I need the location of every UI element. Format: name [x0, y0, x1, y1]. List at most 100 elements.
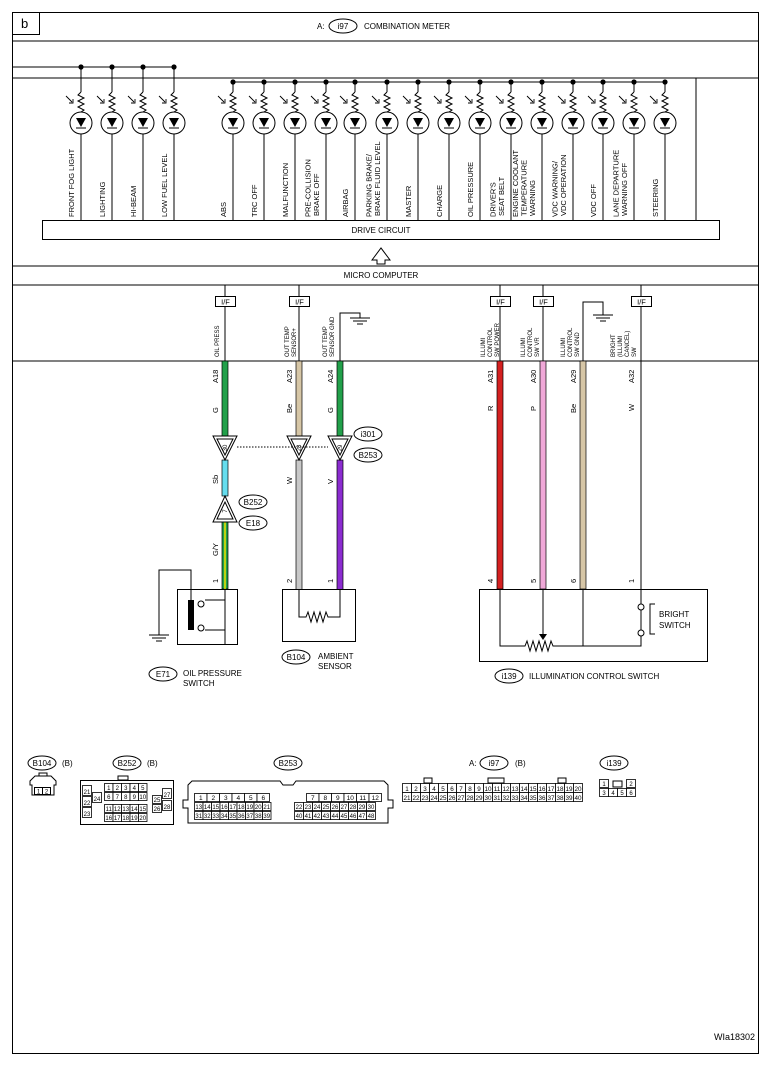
- signal-illumi-gnd-3: SW GND: [575, 332, 581, 357]
- ambient-name-1: AMBIENT: [318, 652, 354, 661]
- svg-text:36: 36: [238, 814, 245, 820]
- svg-text:17: 17: [114, 816, 121, 822]
- svg-text:24: 24: [430, 795, 438, 802]
- svg-text:11: 11: [106, 807, 113, 813]
- wire-a18: [221, 360, 229, 590]
- lamp-label: VDC WARNING/: [551, 160, 560, 217]
- lamp-label: PARKING BRAKE/: [365, 153, 374, 217]
- diagram-frame: [12, 12, 759, 1054]
- micro-computer-label: MICRO COMPUTER: [344, 271, 419, 280]
- junction-28: 28: [286, 435, 312, 462]
- signal-out-temp-gnd-2: SENSOR GND: [330, 316, 336, 357]
- svg-text:B252: B252: [244, 498, 263, 507]
- svg-text:11: 11: [359, 795, 366, 802]
- lamp: STEERING: [649, 79, 677, 220]
- tag-b252: B252: [238, 494, 268, 510]
- svg-text:22: 22: [412, 795, 420, 802]
- svg-text:6: 6: [569, 579, 578, 583]
- signal-out-temp-gnd-1: OUT TEMP: [323, 326, 329, 357]
- svg-text:9: 9: [336, 795, 340, 802]
- svg-text:16: 16: [538, 786, 546, 793]
- illum-id: i139: [501, 672, 517, 681]
- color-a18: G: [211, 407, 220, 413]
- svg-text:2: 2: [629, 782, 633, 788]
- svg-text:15: 15: [529, 786, 537, 793]
- lamp-label: BRAKE OFF: [312, 173, 321, 216]
- color-sb: Sb: [211, 475, 220, 484]
- svg-text:13: 13: [122, 807, 129, 813]
- ambient-id: B104: [287, 653, 306, 662]
- svg-text:8: 8: [124, 795, 128, 801]
- color-a29: Be: [569, 404, 578, 413]
- header-connector-oval: [328, 18, 358, 34]
- color-a24: G: [326, 407, 335, 413]
- pin-a31: A31: [486, 370, 495, 383]
- lamp: AIRBAG: [339, 79, 367, 220]
- svg-text:28: 28: [466, 795, 474, 802]
- ambient-sensor: 2 1 B104 AMBIENT SENSOR: [281, 579, 356, 671]
- lamp-label: OIL PRESSURE: [466, 162, 475, 217]
- svg-text:E18: E18: [246, 519, 261, 528]
- if-box: I/F: [289, 285, 310, 307]
- svg-text:5: 5: [141, 786, 145, 792]
- svg-text:12: 12: [502, 786, 510, 793]
- svg-text:16: 16: [221, 805, 228, 811]
- signal-out-temp-plus-1: OUT TEMP: [285, 326, 291, 357]
- svg-text:4: 4: [611, 791, 615, 797]
- svg-text:20: 20: [255, 805, 262, 811]
- svg-text:22: 22: [296, 805, 303, 811]
- wire-a23: [295, 360, 303, 591]
- lamp-label: WARNING OFF: [620, 163, 629, 216]
- svg-text:1: 1: [107, 786, 111, 792]
- junction-7: 7: [212, 494, 238, 523]
- svg-text:1: 1: [602, 782, 606, 788]
- svg-text:B252: B252: [118, 759, 137, 768]
- svg-text:38: 38: [255, 814, 262, 820]
- svg-text:10: 10: [484, 786, 492, 793]
- ground-icon: [582, 301, 613, 361]
- svg-text:6: 6: [629, 791, 633, 797]
- svg-text:(B): (B): [515, 759, 526, 768]
- svg-text:1: 1: [627, 579, 636, 583]
- svg-text:5: 5: [529, 579, 538, 583]
- svg-text:33: 33: [511, 795, 519, 802]
- svg-text:27: 27: [457, 795, 465, 802]
- tag-b253: B253: [353, 447, 383, 463]
- svg-text:18: 18: [556, 786, 564, 793]
- header-title: COMBINATION METER: [364, 22, 450, 31]
- svg-text:28: 28: [164, 805, 171, 811]
- lamp: LOW FUEL LEVEL: [158, 64, 186, 220]
- lamp-label: LOW FUEL LEVEL: [160, 154, 169, 218]
- svg-text:12: 12: [372, 795, 380, 802]
- if-box: I/F: [533, 285, 554, 307]
- lamp-label: AIRBAG: [341, 188, 350, 217]
- svg-text:5: 5: [620, 791, 624, 797]
- svg-text:18: 18: [122, 816, 129, 822]
- signal-illumi-gnd-1: ILLUMI: [561, 337, 567, 357]
- color-a32: W: [627, 403, 636, 411]
- oil-switch-id: E71: [156, 670, 171, 679]
- lamp-label: STEERING: [651, 178, 660, 217]
- svg-text:2: 2: [116, 786, 120, 792]
- svg-text:3: 3: [124, 786, 128, 792]
- lamp-label: TRC OFF: [250, 184, 259, 217]
- if-box: I/F: [490, 285, 511, 307]
- svg-text:I/F: I/F: [496, 298, 505, 307]
- svg-text:32: 32: [204, 814, 211, 820]
- svg-text:2: 2: [211, 795, 215, 802]
- lamp: FRONT FOG LIGHT: [65, 64, 93, 220]
- svg-text:29: 29: [338, 444, 344, 451]
- signal-bright-3: CANCEL): [625, 331, 631, 357]
- svg-text:39: 39: [263, 814, 270, 820]
- svg-text:18: 18: [238, 805, 245, 811]
- color-a30: P: [529, 406, 538, 411]
- svg-text:31: 31: [493, 795, 501, 802]
- svg-text:23: 23: [84, 812, 91, 818]
- lamp: HI-BEAM: [127, 64, 155, 220]
- svg-text:30: 30: [223, 444, 229, 451]
- svg-text:35: 35: [229, 814, 236, 820]
- lamp-label: MASTER: [404, 185, 413, 217]
- svg-text:A:: A:: [469, 759, 477, 768]
